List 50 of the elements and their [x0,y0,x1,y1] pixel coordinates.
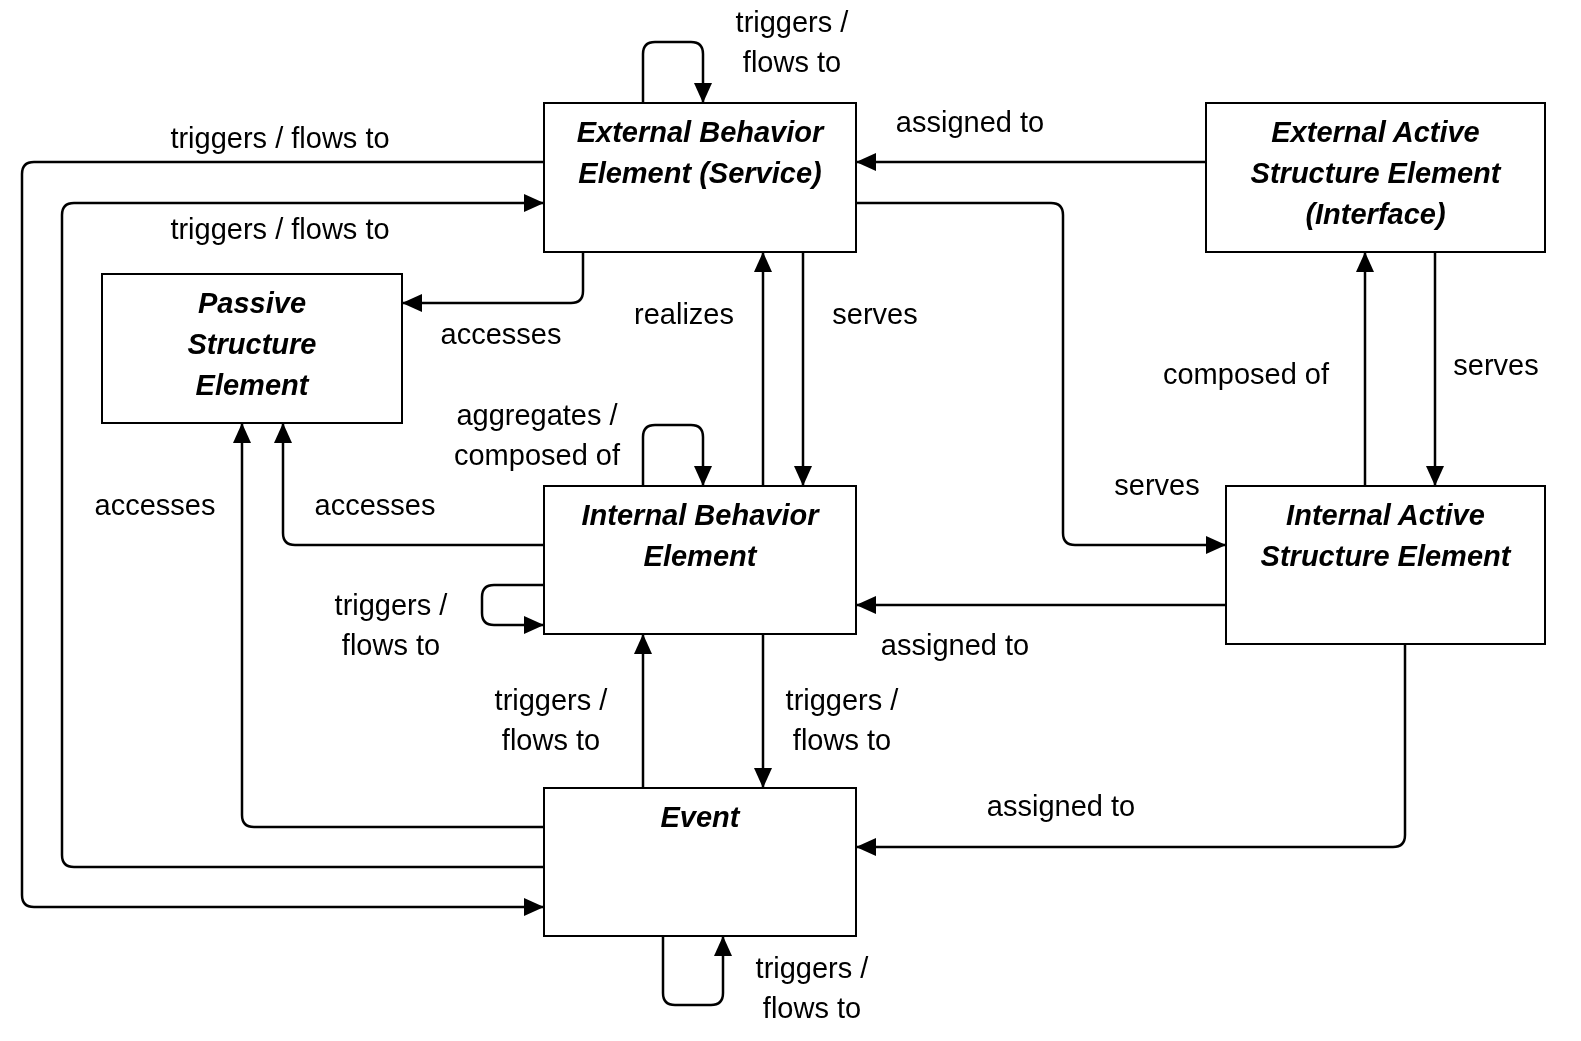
arrow [233,423,543,829]
element-box [543,102,857,253]
edge-label: assigned to [985,789,1137,824]
element-title: External Active Structure Element (Interface) [1249,115,1503,232]
edge-label: serves [1113,468,1201,503]
element-box [101,273,403,424]
element-title: Event [660,800,740,835]
edge-label: accesses [93,488,217,523]
arrow [480,583,544,634]
element-title: Internal Behavior Element [580,498,821,574]
edge-label: triggers / flows to [169,212,391,247]
edge-label: triggers / flows to [734,5,850,80]
arrow [661,936,732,1007]
arrow [641,40,712,103]
arrow [274,423,543,547]
edge-label: triggers / flows to [493,683,609,758]
element-title: Internal Active Structure Element [1259,498,1513,574]
arrow [634,634,652,787]
edge-label: serves [1452,348,1540,383]
element-box [543,485,857,635]
arrow [857,201,1226,554]
arrow [20,160,544,916]
arrow [754,635,772,788]
arrow [402,253,585,312]
element-box [1205,102,1546,253]
edge-label: serves [831,297,919,332]
arrow [856,596,1225,614]
element-title: External Behavior Element (Service) [575,115,826,191]
edge-label: triggers / flows to [754,951,870,1026]
element-box [1225,485,1546,645]
arrow [794,253,812,486]
element-box [543,787,857,937]
edge-label: triggers / flows to [784,683,900,758]
edge-label: triggers / flows to [333,588,449,663]
arrow [60,194,544,869]
edge-label: aggregates / composed of [452,398,621,473]
edge-label: assigned to [879,628,1031,663]
arrow [856,153,1205,171]
edge-label: accesses [313,488,437,523]
edge-label: triggers / flows to [169,121,391,156]
arrow [641,423,712,486]
arrow [754,252,772,485]
edge-label: assigned to [894,105,1046,140]
arrow [1356,252,1374,485]
arrow [856,645,1407,856]
arrow [1426,253,1444,486]
edge-label: accesses [439,317,563,352]
edge-label: composed of [1161,357,1330,392]
edge-label: realizes [633,297,735,332]
element-title: Passive Structure Element [186,286,318,403]
